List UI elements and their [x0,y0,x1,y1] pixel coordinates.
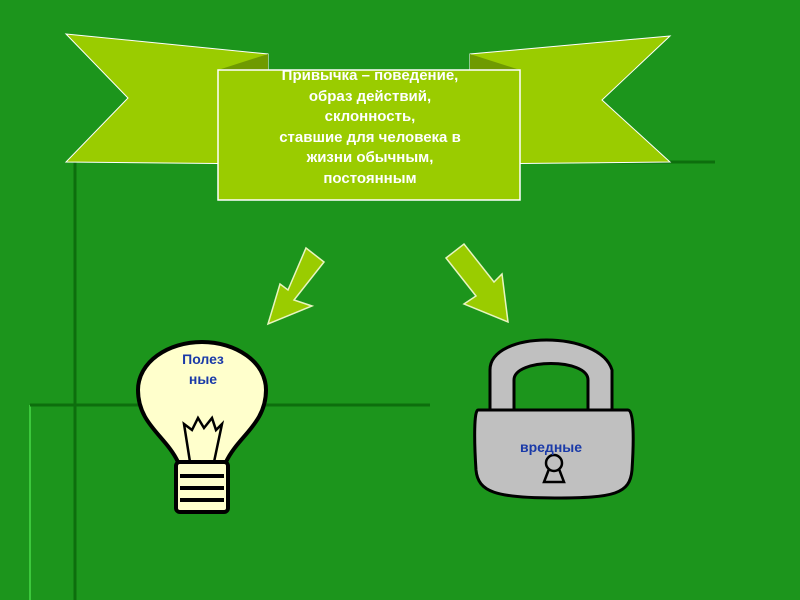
ribbon-center-panel [217,69,521,201]
useful-habits-label: Полез ные [166,349,240,389]
definition-line: ставшие для человека в [279,128,461,146]
habit-definition-text: Привычка – поведение, образ действий, ск… [222,66,518,189]
useful-label-line: ные [188,371,218,387]
arrow-right [444,242,509,324]
useful-label-line: Полез [182,351,224,367]
padlock-icon [473,338,635,500]
definition-line: образ действий, [308,87,432,105]
definition-line: жизни обычным, [306,149,434,166]
lightbulb-icon [135,339,269,514]
harmful-habits-label: вредные [519,439,583,455]
arrow-left [266,246,326,326]
keyhole-icon [542,453,566,484]
definition-line: постоянным [323,169,417,187]
ribbon-banner [64,33,672,201]
definition-line: Привычка – поведение, [281,67,459,84]
definition-line: склонность, [324,108,416,125]
